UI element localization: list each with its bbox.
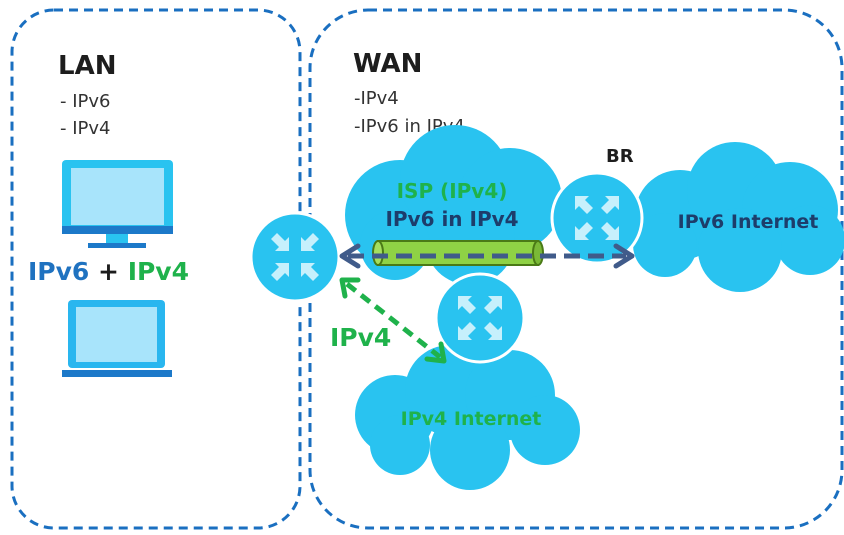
ipv6-path-arrow: [339, 243, 635, 269]
ipv6-in-ipv4-tunnel: [372, 240, 544, 266]
br-label: BR: [606, 146, 634, 167]
wan-zone-border: [308, 8, 844, 530]
lan-title: LAN: [58, 51, 116, 81]
monitor-icon: [62, 160, 173, 248]
isp-label-line1: ISP (IPv4): [397, 179, 508, 203]
router-icon: [550, 171, 644, 265]
lan-protocol-ipv6: - IPv6: [60, 91, 110, 112]
devices-protocol-label: IPv6 + IPv4: [28, 257, 189, 286]
router-icon: [434, 272, 526, 364]
wan-protocol-ipv4: -IPv4: [354, 88, 399, 109]
devices-ipv4-label: IPv4: [128, 257, 189, 286]
ipv4-link-label: IPv4: [330, 323, 391, 352]
wan-title: WAN: [353, 49, 422, 79]
ipv4-path-arrow: [339, 277, 447, 364]
lan-protocol-ipv4: - IPv4: [60, 118, 110, 139]
router-icon: [249, 211, 341, 303]
laptop-icon: [62, 300, 172, 377]
ipv4-internet-cloud: [355, 345, 580, 490]
isp-label-line2: IPv6 in IPv4: [385, 207, 518, 231]
ipv4-internet-label: IPv4 Internet: [401, 408, 542, 430]
devices-ipv6-label: IPv6: [28, 257, 89, 286]
devices-plus-label: +: [89, 257, 127, 286]
ipv6-internet-label: IPv6 Internet: [678, 211, 819, 233]
ipv6-internet-cloud: [633, 142, 844, 292]
